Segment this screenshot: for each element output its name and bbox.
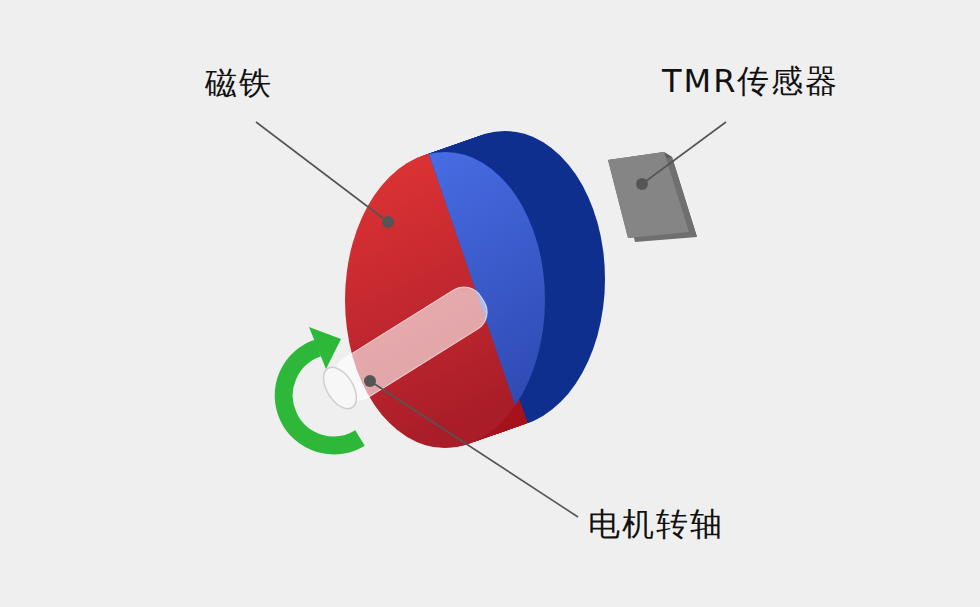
part-label: 磁铁 xyxy=(205,66,273,101)
magnet-face xyxy=(300,100,600,470)
leader-dot xyxy=(364,178,648,387)
leader-line xyxy=(256,122,726,517)
tmr-sensor xyxy=(608,152,697,242)
part-label: TMR传感器 xyxy=(662,64,839,99)
motor-shaft xyxy=(317,279,495,414)
part-label: 电机转轴 xyxy=(588,507,724,542)
